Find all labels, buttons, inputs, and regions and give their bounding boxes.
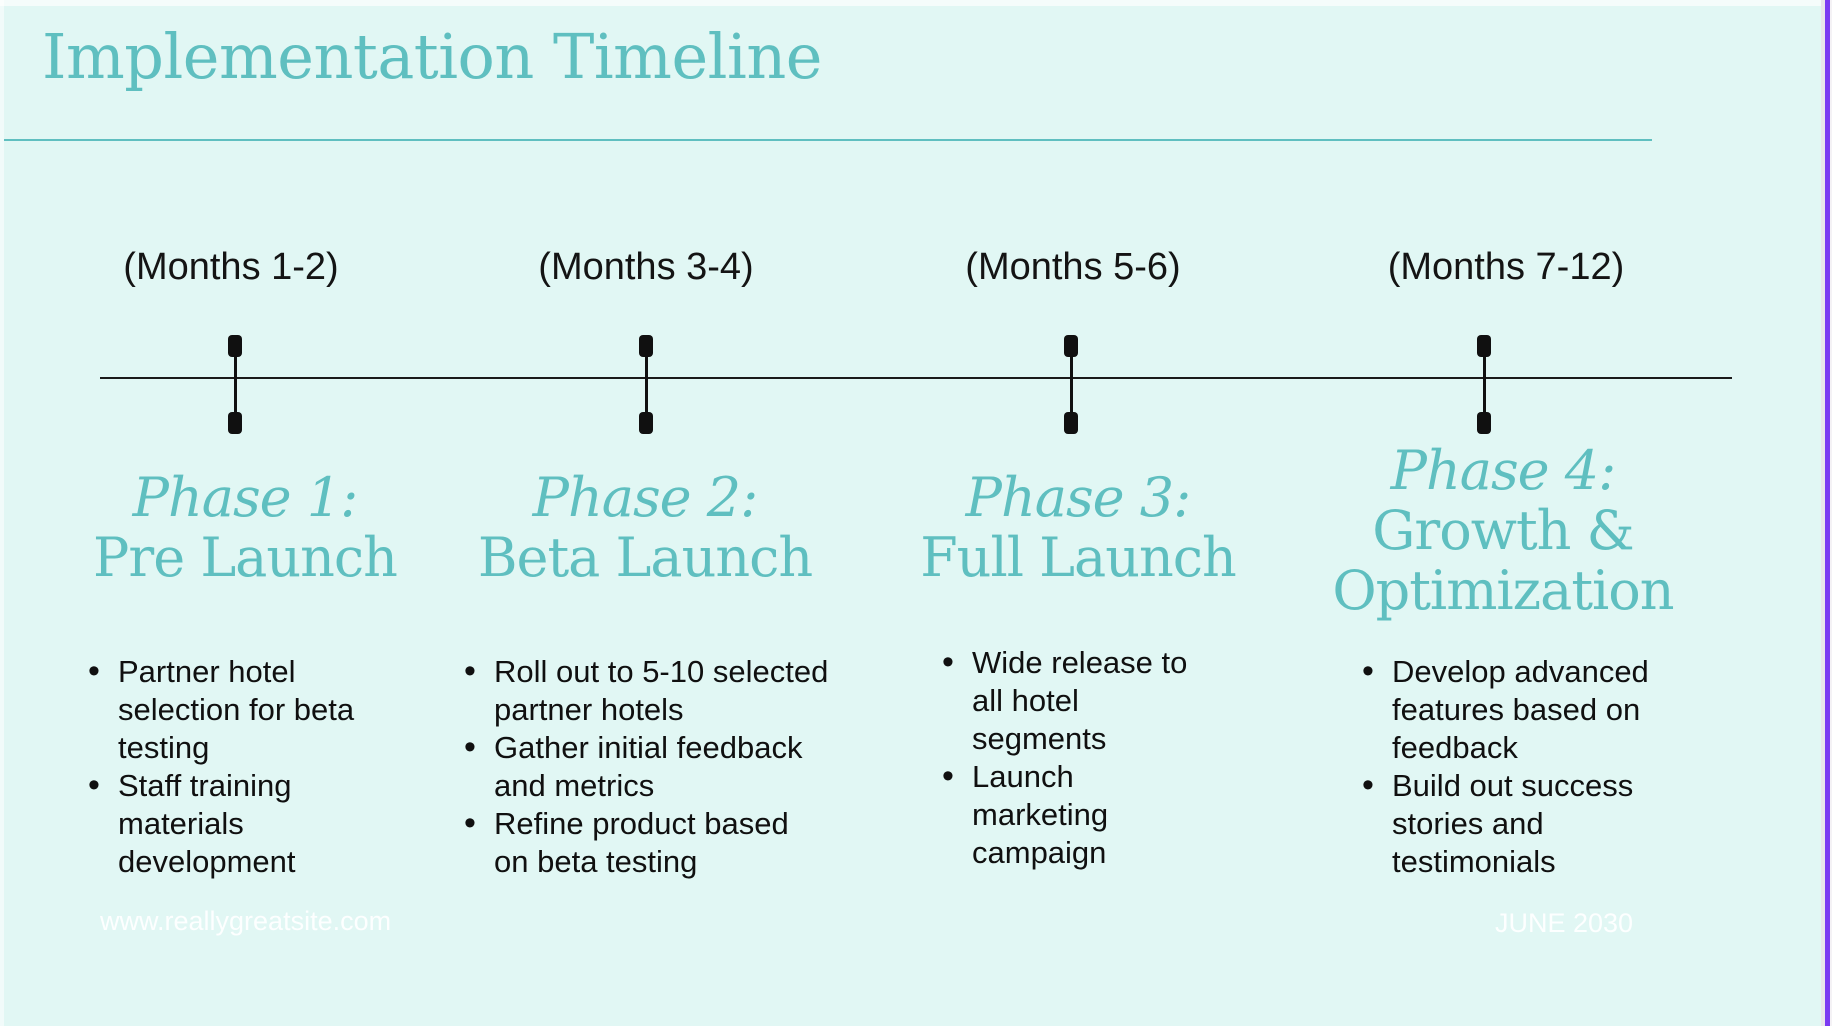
- phase-2-heading: Phase 2: Beta Launch: [425, 468, 865, 588]
- bullet-item: Staff training materials development: [88, 766, 398, 881]
- page-title: Implementation Timeline: [42, 20, 822, 93]
- phase-4-bullets: Develop advanced features based on feedb…: [1362, 652, 1692, 881]
- footer-website: www.reallygreatsite.com: [100, 906, 392, 936]
- phase-4-heading-line-2: Growth &: [1372, 499, 1634, 562]
- footer-date: JUNE 2030: [1495, 908, 1634, 938]
- bullet-item: Build out success stories and testimonia…: [1362, 766, 1692, 881]
- phase-2-heading-line-2: Beta Launch: [477, 526, 813, 589]
- title-underline: [4, 139, 1652, 141]
- marker-bottom-cap: [228, 412, 242, 434]
- timeline-marker-phase-4: [1477, 335, 1491, 434]
- timeline-marker-phase-1: [228, 335, 242, 434]
- marker-top-cap: [1477, 335, 1491, 357]
- marker-stem: [644, 357, 648, 412]
- marker-top-cap: [639, 335, 653, 357]
- marker-stem: [1069, 357, 1073, 412]
- timeline-marker-phase-2: [639, 335, 653, 434]
- bullet-item: Launch marketing campaign: [942, 757, 1204, 872]
- phase-3-heading-line-2: Full Launch: [920, 526, 1237, 589]
- marker-top-cap: [1064, 335, 1078, 357]
- phase-1-bullets: Partner hotel selection for beta testing…: [88, 652, 398, 881]
- bullet-item: Develop advanced features based on feedb…: [1362, 652, 1692, 767]
- timeline-axis: [100, 377, 1732, 379]
- bullet-item: Partner hotel selection for beta testing: [88, 652, 398, 767]
- marker-bottom-cap: [639, 412, 653, 434]
- slide-top-edge: [0, 0, 1832, 6]
- phase-2-heading-line-1: Phase 2:: [532, 466, 759, 529]
- phase-3-heading-line-1: Phase 3:: [965, 466, 1192, 529]
- bullet-item: Wide release to all hotel segments: [942, 643, 1204, 758]
- phase-3-bullets: Wide release to all hotel segments Launc…: [942, 643, 1204, 872]
- bullet-item: Refine product based on beta testing: [464, 804, 829, 881]
- bullet-item: Gather initial feedback and metrics: [464, 728, 829, 805]
- phase-1-heading-line-1: Phase 1:: [132, 466, 359, 529]
- marker-stem: [1482, 357, 1486, 412]
- page-edge-purple: [1825, 0, 1830, 1026]
- timeline-marker-phase-3: [1064, 335, 1078, 434]
- bullet-item: Roll out to 5-10 selected partner hotels: [464, 652, 829, 729]
- phase-4-heading-line-3: Optimization: [1332, 559, 1674, 622]
- month-label-phase-1: (Months 1-2): [123, 246, 339, 288]
- phase-2-bullets: Roll out to 5-10 selected partner hotels…: [464, 652, 829, 881]
- phase-1-heading: Phase 1: Pre Launch: [25, 468, 465, 588]
- page-edge-white: [1830, 0, 1832, 1026]
- marker-bottom-cap: [1064, 412, 1078, 434]
- marker-bottom-cap: [1477, 412, 1491, 434]
- month-label-phase-3: (Months 5-6): [965, 246, 1181, 288]
- marker-top-cap: [228, 335, 242, 357]
- month-label-phase-2: (Months 3-4): [538, 246, 754, 288]
- phase-4-heading-line-1: Phase 4:: [1390, 439, 1617, 502]
- phase-4-heading: Phase 4: Growth & Optimization: [1283, 441, 1723, 621]
- phase-1-heading-line-2: Pre Launch: [93, 526, 398, 589]
- marker-stem: [233, 357, 237, 412]
- page-edge-gray: [1821, 0, 1825, 1026]
- phase-3-heading: Phase 3: Full Launch: [858, 468, 1298, 588]
- slide-left-edge: [0, 0, 4, 1026]
- month-label-phase-4: (Months 7-12): [1387, 246, 1625, 288]
